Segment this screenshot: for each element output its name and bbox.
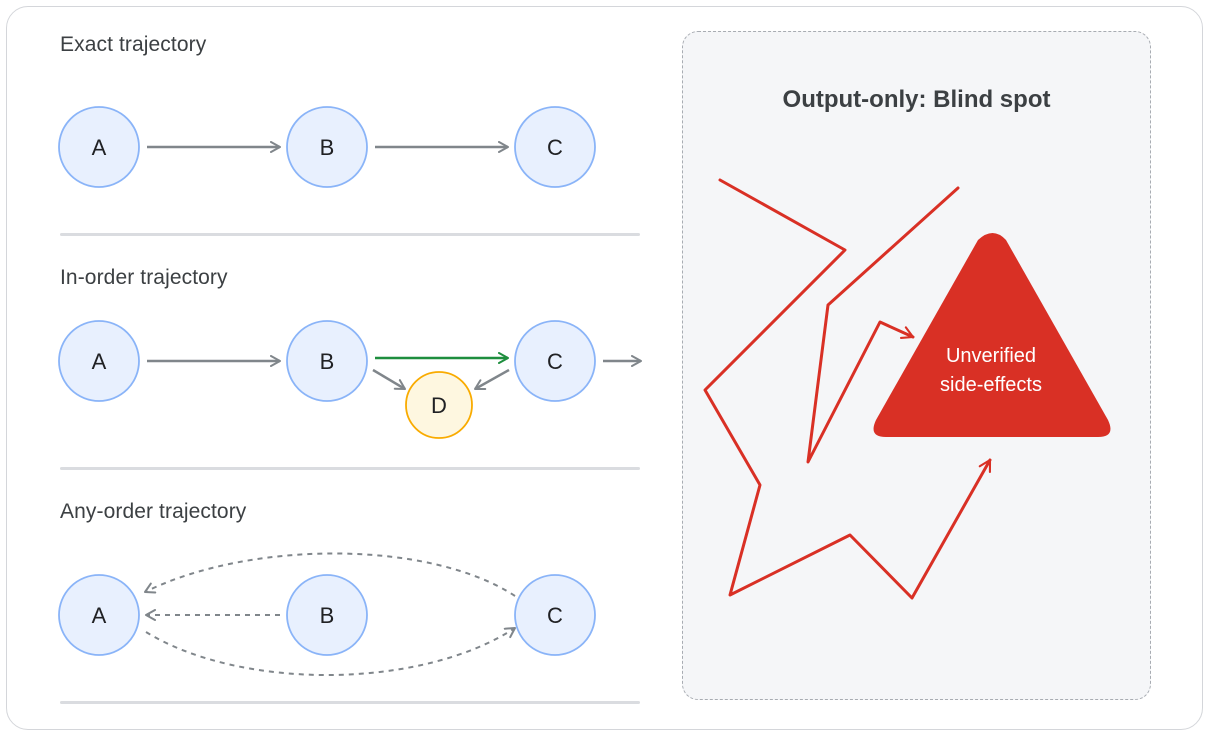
node-c: C — [514, 106, 596, 188]
divider-2 — [60, 467, 640, 470]
divider-3 — [60, 701, 640, 704]
warning-label-line2: side-effects — [940, 374, 1042, 396]
node-b-label: B — [320, 349, 335, 374]
divider-1 — [60, 233, 640, 236]
node-b: B — [286, 320, 368, 402]
warning-label-line1: Unverified — [946, 345, 1036, 367]
exact-trajectory-title: Exact trajectory — [60, 33, 207, 56]
node-a: A — [58, 320, 140, 402]
dashed-arc-c-to-a — [144, 552, 516, 597]
node-b: B — [286, 106, 368, 188]
warning-triangle-icon: Unverified side-effects — [873, 233, 1111, 437]
node-b: B — [286, 574, 368, 656]
panel-title: Output-only: Blind spot — [782, 86, 1051, 113]
node-c-label: C — [547, 349, 563, 374]
node-b-label: B — [320, 135, 335, 160]
node-c-label: C — [547, 135, 563, 160]
dashed-arc-a-to-c — [145, 627, 516, 676]
node-a-label: A — [92, 603, 107, 628]
any-order-trajectory-title: Any-order trajectory — [60, 500, 247, 523]
node-a-label: A — [92, 135, 107, 160]
node-a: A — [58, 574, 140, 656]
node-a: A — [58, 106, 140, 188]
node-d: D — [405, 371, 473, 439]
chaotic-path-upper — [806, 186, 960, 464]
node-a-label: A — [92, 349, 107, 374]
arrow-b-to-d — [372, 368, 406, 391]
chaotic-path-lower — [703, 178, 992, 600]
node-d-label: D — [431, 393, 447, 418]
node-c: C — [514, 574, 596, 656]
node-c: C — [514, 320, 596, 402]
in-order-trajectory-title: In-order trajectory — [60, 266, 228, 289]
node-c-label: C — [547, 603, 563, 628]
arrow-c-to-d — [474, 368, 510, 391]
node-b-label: B — [320, 603, 335, 628]
